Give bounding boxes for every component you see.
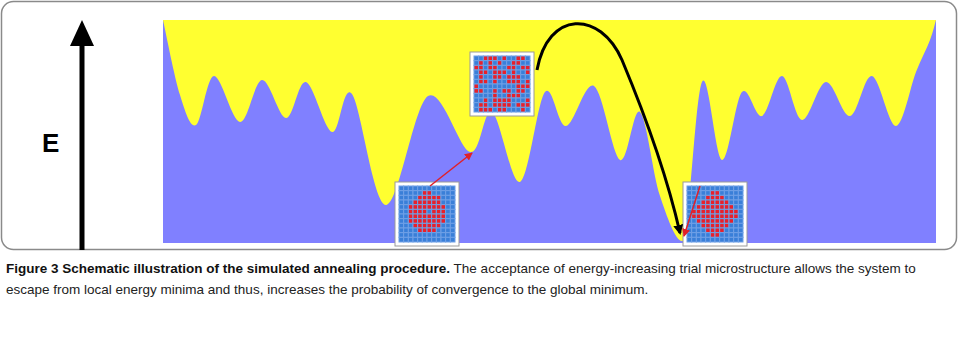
figure-caption: Figure 3 Schematic illustration of the s…	[6, 258, 951, 300]
global-min-pointer	[684, 186, 700, 236]
energy-landscape	[163, 20, 936, 243]
axis-label: E	[42, 128, 59, 159]
figure-frame	[2, 2, 957, 250]
local-min-pointer	[430, 153, 472, 186]
yellow-region	[163, 20, 936, 243]
caption-title: Figure 3 Schematic illustration of the s…	[6, 261, 450, 276]
annealing-jump-arrow	[537, 24, 680, 233]
microstructure-insets	[395, 52, 747, 246]
axis-arrowhead	[70, 20, 94, 46]
energy-axis	[80, 38, 85, 250]
